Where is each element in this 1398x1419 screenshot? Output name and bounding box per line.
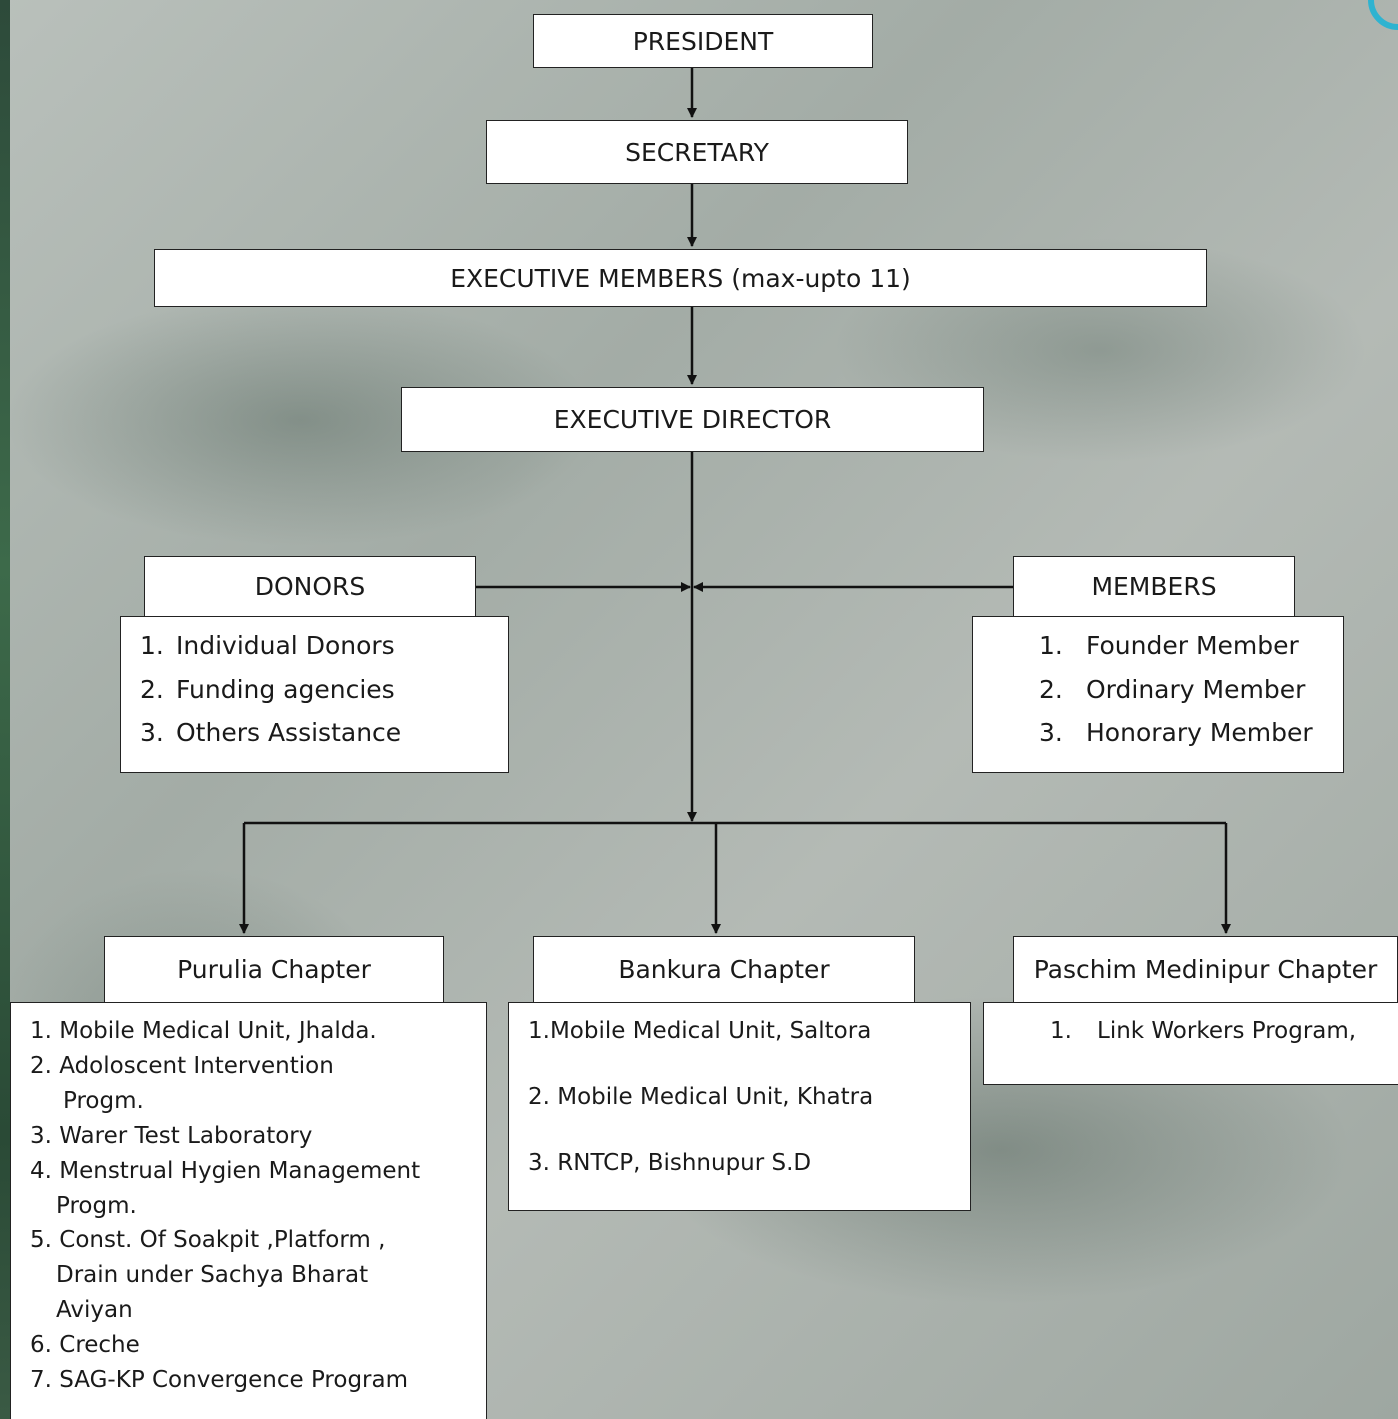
list-item: Progm. — [56, 1193, 137, 1219]
list-item: 1. Mobile Medical Unit, Jhalda. — [30, 1018, 377, 1044]
member-item-label: Ordinary Member — [1086, 675, 1306, 704]
purulia-programs-box: 1. Mobile Medical Unit, Jhalda. 2. Adolo… — [10, 1002, 487, 1419]
list-item: 3. Honorary Member — [1039, 718, 1313, 747]
president-box: PRESIDENT — [533, 14, 873, 68]
members-label: MEMBERS — [1091, 572, 1217, 601]
donor-item-label: Funding agencies — [176, 675, 395, 704]
executive-members-label: EXECUTIVE MEMBERS (max-upto 11) — [450, 263, 911, 293]
members-box: MEMBERS — [1013, 556, 1295, 617]
purulia-chapter-label: Purulia Chapter — [177, 955, 371, 984]
list-item: 2. Ordinary Member — [1039, 675, 1306, 704]
secretary-label: SECRETARY — [625, 137, 769, 167]
list-item: 4. Menstrual Hygien Management — [30, 1158, 421, 1184]
paschim-chapter-label: Paschim Medinipur Chapter — [1033, 955, 1378, 984]
member-item-label: Founder Member — [1086, 631, 1299, 660]
paschim-chapter-box: Paschim Medinipur Chapter — [1013, 936, 1398, 1003]
list-item: Drain under Sachya Bharat — [56, 1262, 369, 1288]
donors-box: DONORS — [144, 556, 476, 617]
secretary-box: SECRETARY — [486, 120, 908, 184]
list-item: 3. RNTCP, Bishnupur S.D — [528, 1150, 812, 1176]
members-list-box: 1. Founder Member 2. Ordinary Member 3. … — [972, 616, 1344, 773]
list-item: 2. Mobile Medical Unit, Khatra — [528, 1084, 874, 1110]
member-item-label: Honorary Member — [1086, 718, 1313, 747]
purulia-chapter-box: Purulia Chapter — [104, 936, 444, 1003]
list-item: 1. Link Workers Program, — [1050, 1018, 1357, 1044]
list-item: 1. Founder Member — [1039, 631, 1299, 660]
corner-decoration — [1368, 0, 1398, 30]
executive-members-box: EXECUTIVE MEMBERS (max-upto 11) — [154, 249, 1207, 307]
president-label: PRESIDENT — [632, 26, 774, 56]
list-item: 1.Mobile Medical Unit, Saltora — [528, 1018, 872, 1044]
list-item: Progm. — [63, 1088, 144, 1114]
paschim-item-label: Link Workers Program, — [1097, 1018, 1357, 1044]
donors-label: DONORS — [254, 572, 366, 601]
executive-director-box: EXECUTIVE DIRECTOR — [401, 387, 984, 452]
bankura-programs-box: 1.Mobile Medical Unit, Saltora 2. Mobile… — [508, 1002, 971, 1211]
bankura-chapter-label: Bankura Chapter — [618, 955, 830, 984]
donor-item-label: Others Assistance — [176, 718, 402, 747]
list-item: 2. Funding agencies — [140, 675, 395, 704]
list-item: 6. Creche — [30, 1332, 140, 1358]
list-item: 2. Adoloscent Intervention — [30, 1053, 334, 1079]
list-item: 1. Individual Donors — [140, 631, 395, 660]
executive-director-label: EXECUTIVE DIRECTOR — [553, 405, 832, 434]
list-item: 7. SAG-KP Convergence Program — [30, 1367, 408, 1393]
list-item: Aviyan — [56, 1297, 133, 1323]
list-item: 5. Const. Of Soakpit ,Platform , — [30, 1227, 386, 1253]
list-item: 3. Warer Test Laboratory — [30, 1123, 313, 1149]
donor-item-label: Individual Donors — [176, 631, 395, 660]
bankura-chapter-box: Bankura Chapter — [533, 936, 915, 1003]
left-edge-strip — [0, 0, 10, 1419]
donors-list-box: 1. Individual Donors 2. Funding agencies… — [120, 616, 509, 773]
list-item: 3. Others Assistance — [140, 718, 402, 747]
paschim-programs-box: 1. Link Workers Program, — [983, 1002, 1398, 1085]
